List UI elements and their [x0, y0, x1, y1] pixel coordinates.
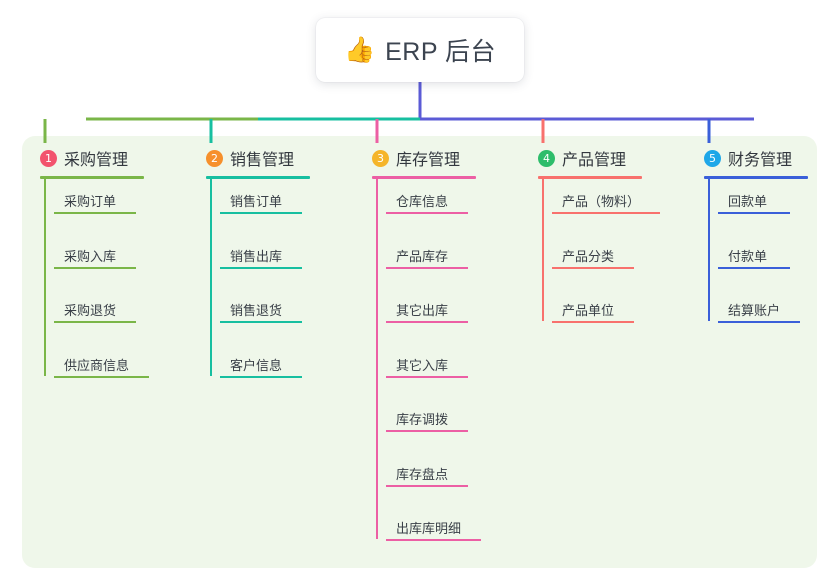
list-item[interactable]: 客户信息 [230, 357, 283, 373]
list-item-underline [552, 321, 634, 323]
list-item[interactable]: 产品（物料） [562, 194, 641, 209]
list-item-underline [552, 212, 660, 214]
column-badge-3: 3 [372, 149, 389, 167]
list-item[interactable]: 采购订单 [64, 194, 117, 209]
list-item-underline [386, 375, 468, 378]
list-item-underline [386, 266, 468, 269]
list-item-underline [386, 484, 468, 487]
column-header[interactable]: 1 采购管理 [40, 146, 168, 170]
list-item[interactable]: 结算账户 [728, 303, 781, 318]
thumbs-up-icon: 👍 [343, 35, 376, 64]
column-spine [44, 179, 46, 376]
list-item-underline [386, 430, 468, 432]
column-items: 产品（物料） 产品分类产品单位 [538, 179, 666, 323]
list-item-underline [220, 212, 302, 214]
list-item[interactable]: 供应商信息 [64, 357, 130, 373]
column-spine [708, 179, 710, 321]
diagram-background-panel [22, 136, 817, 568]
column-title: 销售管理 [230, 152, 295, 169]
column-title: 产品管理 [562, 152, 627, 169]
column-header[interactable]: 4 产品管理 [538, 146, 666, 170]
list-item-underline [54, 375, 149, 378]
column-header-underline [538, 176, 642, 179]
list-item-underline [718, 321, 800, 323]
list-item[interactable]: 其它出库 [396, 303, 449, 318]
column-items: 回款单付款单结算账户 [704, 179, 817, 323]
root-node[interactable]: 👍 ERP 后台 [316, 18, 524, 82]
column-badge-5: 5 [704, 149, 721, 167]
list-item-underline [220, 266, 302, 269]
column-产品管理: 4 产品管理产品（物料） 产品分类产品单位 [538, 146, 666, 323]
list-item[interactable]: 销售订单 [230, 194, 283, 209]
column-header-underline [40, 176, 144, 179]
list-item[interactable]: 库存调拨 [396, 412, 449, 427]
column-header[interactable]: 3 库存管理 [372, 146, 500, 170]
page-title: ERP 后台 [385, 38, 497, 66]
column-title: 采购管理 [64, 152, 129, 169]
column-badge-2: 2 [206, 149, 223, 167]
list-item-underline [718, 266, 790, 269]
column-财务管理: 5 财务管理回款单付款单结算账户 [704, 146, 817, 323]
list-item[interactable]: 采购退货 [64, 303, 117, 318]
list-item[interactable]: 库存盘点 [396, 466, 449, 482]
list-item[interactable]: 产品单位 [562, 303, 615, 318]
list-item[interactable]: 其它入库 [396, 357, 449, 373]
column-spine [376, 179, 378, 539]
list-item[interactable]: 采购入库 [64, 248, 117, 264]
column-title: 库存管理 [396, 152, 461, 169]
list-item-underline [386, 539, 481, 541]
list-item-underline [718, 212, 790, 214]
column-header[interactable]: 5 财务管理 [704, 146, 817, 170]
column-header[interactable]: 2 销售管理 [206, 146, 334, 170]
column-header-underline [372, 176, 476, 179]
list-item-underline [54, 266, 136, 269]
list-item-underline [54, 212, 136, 214]
list-item-underline [54, 321, 136, 323]
column-采购管理: 1 采购管理采购订单采购入库采购退货供应商信息 [40, 146, 168, 378]
list-item[interactable]: 销售出库 [230, 248, 283, 264]
list-item[interactable]: 回款单 [728, 194, 768, 209]
list-item-underline [386, 212, 468, 214]
column-销售管理: 2 销售管理销售订单销售出库销售退货客户信息 [206, 146, 334, 378]
column-header-underline [206, 176, 310, 179]
column-items: 仓库信息产品库存其它出库其它入库库存调拨库存盘点出库库明细 [372, 179, 500, 541]
list-item-underline [552, 266, 634, 269]
list-item[interactable]: 仓库信息 [396, 194, 449, 209]
column-header-underline [704, 176, 808, 179]
list-item[interactable]: 付款单 [728, 248, 768, 264]
column-title: 财务管理 [728, 152, 793, 169]
list-item-underline [220, 375, 302, 378]
column-items: 销售订单销售出库销售退货客户信息 [206, 179, 334, 378]
column-库存管理: 3 库存管理仓库信息产品库存其它出库其它入库库存调拨库存盘点出库库明细 [372, 146, 500, 541]
list-item[interactable]: 产品库存 [396, 248, 449, 264]
column-items: 采购订单采购入库采购退货供应商信息 [40, 179, 168, 378]
list-item[interactable]: 出库库明细 [396, 521, 462, 536]
list-item[interactable]: 产品分类 [562, 248, 615, 264]
list-item[interactable]: 销售退货 [230, 303, 283, 318]
column-badge-4: 4 [538, 149, 555, 167]
list-item-underline [220, 321, 302, 323]
list-item-underline [386, 321, 468, 323]
column-spine [210, 179, 212, 376]
column-badge-1: 1 [40, 149, 57, 167]
column-spine [542, 179, 544, 321]
